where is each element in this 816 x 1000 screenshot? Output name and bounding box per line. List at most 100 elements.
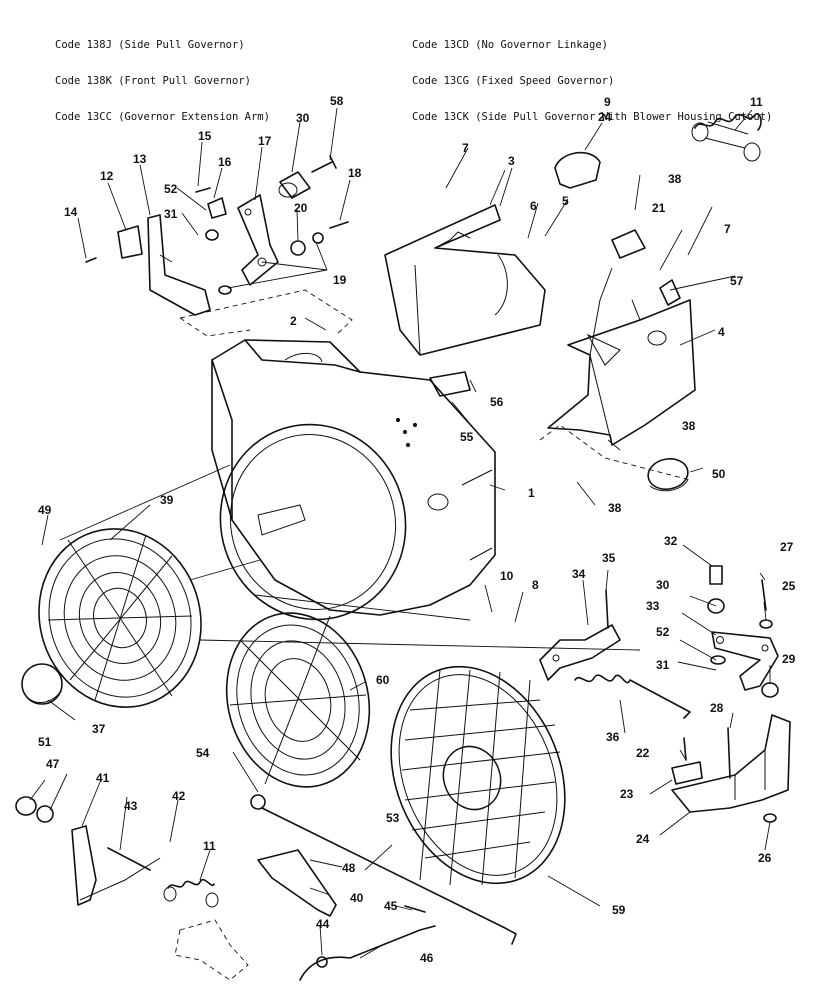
callout-45: 45 [384, 899, 398, 913]
governor-bracket [117, 214, 211, 316]
callout-30b: 30 [656, 578, 670, 592]
callout-33: 33 [646, 599, 660, 613]
callout-22: 22 [636, 746, 650, 760]
callout-55: 55 [460, 430, 474, 444]
callout-16: 16 [218, 155, 232, 169]
callout-labels: 1 2 3 4 5 6 7 7 8 9 10 11 11 12 13 14 15… [38, 94, 796, 965]
callout-25: 25 [782, 579, 796, 593]
bracket-57 [659, 279, 681, 306]
plug [647, 458, 689, 492]
callout-7a: 7 [462, 141, 469, 155]
callout-35: 35 [602, 551, 616, 565]
callout-28: 28 [710, 701, 724, 715]
callout-51: 51 [38, 735, 52, 749]
callout-31b: 31 [656, 658, 670, 672]
callout-36: 36 [606, 730, 620, 744]
clamp [554, 151, 601, 189]
air-guide [384, 204, 546, 356]
callout-5: 5 [562, 194, 569, 208]
bolt-45 [404, 905, 426, 913]
callout-18: 18 [348, 166, 362, 180]
callout-24b: 24 [636, 832, 650, 846]
callout-41: 41 [96, 771, 110, 785]
callout-3: 3 [508, 154, 515, 168]
callout-42: 42 [172, 789, 186, 803]
callout-29: 29 [782, 652, 796, 666]
code-line: Code 13CD (No Governor Linkage) [412, 39, 608, 51]
spring-11-top [691, 113, 762, 162]
callout-24a: 24 [598, 110, 612, 124]
bracket-41 [71, 825, 161, 906]
code-line: Code 13CG (Fixed Speed Governor) [412, 75, 615, 87]
callout-11b: 11 [203, 839, 216, 853]
callout-49: 49 [38, 503, 52, 517]
right-hardware [605, 565, 779, 823]
callout-52a: 52 [164, 182, 178, 196]
screen-cap [21, 663, 63, 705]
callout-50: 50 [712, 467, 726, 481]
code-line: Code 138K (Front Pull Governor) [55, 75, 251, 87]
callout-53: 53 [386, 811, 400, 825]
plate-55 [429, 371, 471, 397]
code-line: Code 138J (Side Pull Governor) [55, 39, 245, 51]
governor-arm-33 [711, 631, 779, 691]
rotating-screen-39 [38, 528, 202, 708]
leader-lines [29, 107, 771, 959]
pin-43 [107, 847, 151, 871]
governor-lever [237, 194, 279, 286]
governor-bracket-24 [671, 714, 791, 813]
callout-8: 8 [532, 578, 539, 592]
code-list-left: Code 138J (Side Pull Governor) Code 138K… [55, 15, 270, 135]
callout-38b: 38 [682, 419, 696, 433]
callout-11a: 11 [750, 95, 763, 109]
callout-12: 12 [100, 169, 114, 183]
callout-54: 54 [196, 746, 210, 760]
callout-58: 58 [330, 94, 344, 108]
blower-housing [211, 339, 496, 621]
callout-20: 20 [294, 201, 308, 215]
code-list-right: Code 13CD (No Governor Linkage) Code 13C… [412, 15, 772, 135]
rotating-screen-60 [225, 612, 371, 788]
callout-39: 39 [160, 493, 174, 507]
grille-screen [390, 665, 566, 886]
callout-59: 59 [612, 903, 626, 917]
callout-19: 19 [333, 273, 347, 287]
rod-46 [299, 925, 436, 981]
callout-7b: 7 [724, 222, 731, 236]
callout-38c: 38 [608, 501, 622, 515]
callout-34: 34 [572, 567, 586, 581]
small-hardware [85, 187, 349, 295]
callout-27: 27 [780, 540, 794, 554]
clip [611, 229, 646, 259]
callout-30a: 30 [296, 111, 310, 125]
callout-21: 21 [652, 201, 666, 215]
callout-14: 14 [64, 205, 78, 219]
spring-11-bottom [163, 878, 219, 908]
callout-38a: 38 [668, 172, 682, 186]
phantom-part [174, 919, 249, 981]
callout-60: 60 [376, 673, 390, 687]
callout-56: 56 [490, 395, 504, 409]
callout-52b: 52 [656, 625, 670, 639]
code-line: Code 13CC (Governor Extension Arm) [55, 111, 270, 123]
callout-31a: 31 [164, 207, 178, 221]
link-rod-53 [250, 794, 517, 945]
callout-46: 46 [420, 951, 434, 965]
callout-57: 57 [730, 274, 744, 288]
mounting-outline [179, 289, 353, 337]
callout-43: 43 [124, 799, 138, 813]
callout-40: 40 [350, 891, 364, 905]
callout-48: 48 [342, 861, 356, 875]
callout-44: 44 [316, 917, 330, 931]
callout-10: 10 [500, 569, 514, 583]
baffle [547, 267, 696, 446]
callout-47: 47 [46, 757, 60, 771]
spring-36 [574, 674, 691, 719]
callout-15: 15 [198, 129, 212, 143]
callout-26: 26 [758, 851, 772, 865]
callout-2: 2 [290, 314, 297, 328]
callout-37: 37 [92, 722, 106, 736]
callout-17: 17 [258, 134, 272, 148]
callout-4: 4 [718, 325, 725, 339]
callout-32: 32 [664, 534, 678, 548]
